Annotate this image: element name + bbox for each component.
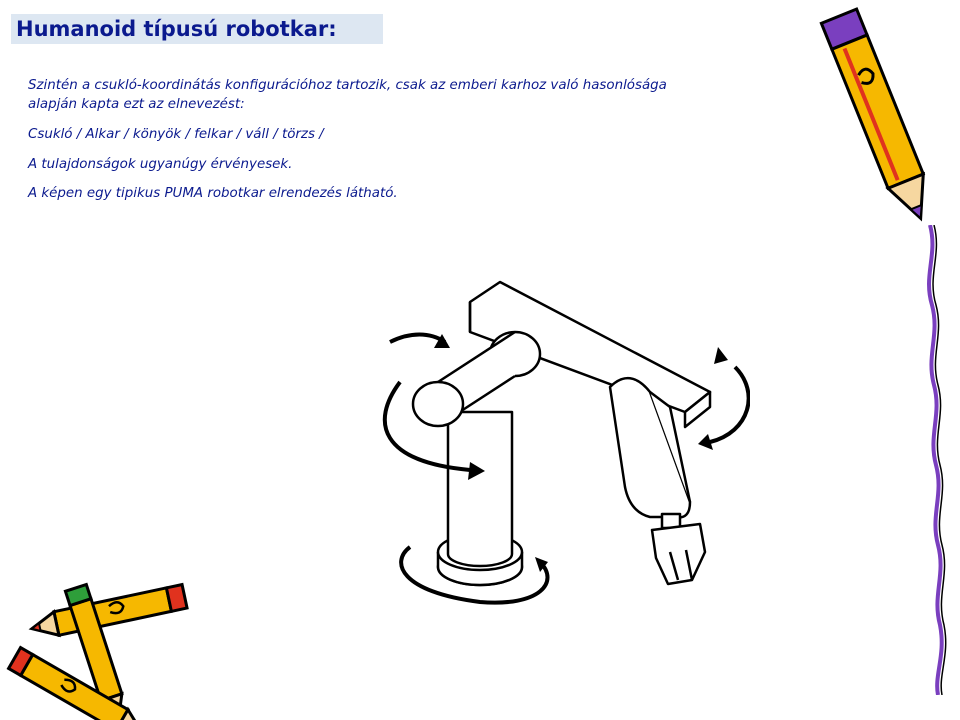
pencils-clipart-bottom-left	[6, 582, 189, 720]
paragraph-line-1: Szintén a csukló-koordinátás konfiguráci…	[28, 78, 667, 93]
caption-line: A képen egy tipikus PUMA robotkar elrend…	[28, 185, 398, 203]
properties-line: A tulajdonságok ugyanúgy érvényesek.	[28, 157, 293, 172]
title-box: Humanoid típusú robotkar:	[11, 14, 383, 44]
wavy-purple-line-right	[927, 225, 947, 695]
page-title: Humanoid típusú robotkar:	[16, 17, 337, 41]
puma-robot-arm-figure	[382, 280, 750, 605]
parts-line: Csukló / Alkar / könyök / felkar / váll …	[28, 127, 324, 142]
caption-after: robotkar elrendezés látható.	[203, 186, 398, 201]
paragraph-line-2: alapján kapta ezt az elnevezést:	[28, 97, 245, 112]
pencil-clipart-top-right	[819, 7, 926, 222]
caption-before: A képen egy tipikus	[28, 186, 165, 201]
caption-emphasis: PUMA	[164, 186, 204, 201]
